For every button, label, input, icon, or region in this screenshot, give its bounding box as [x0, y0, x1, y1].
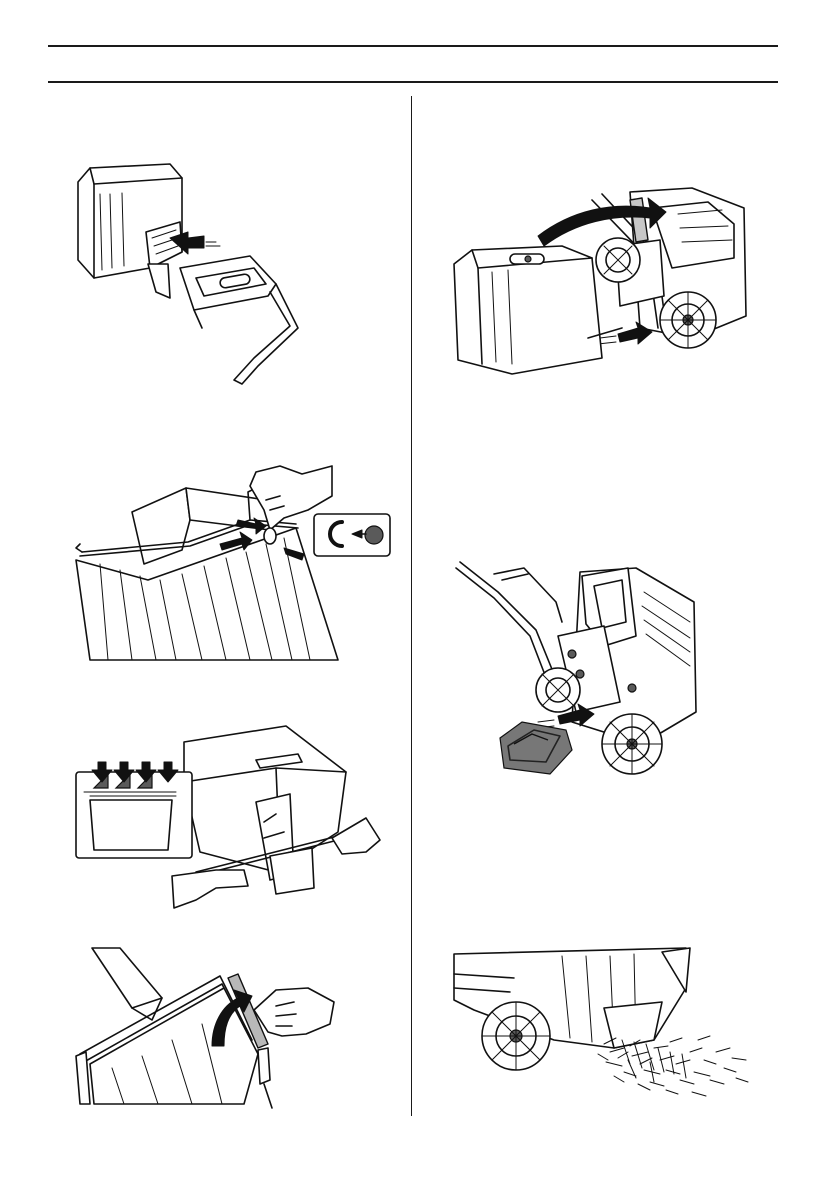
grass-bag-mount-on-mower-illustration [452, 188, 752, 380]
grass-bag-handle-press-illustration [76, 722, 406, 922]
grass-bag-edge-fold-illustration [72, 944, 372, 1108]
side-discharge-clippings-illustration [454, 948, 754, 1100]
column-divider [411, 96, 412, 1116]
mulch-plug-insert-illustration [454, 562, 704, 782]
grass-bag-frame-insert-illustration [70, 160, 310, 400]
grass-bag-clip-attach-illustration [70, 460, 400, 665]
header-rule-bottom [48, 81, 778, 83]
header-rule-top [48, 45, 778, 47]
